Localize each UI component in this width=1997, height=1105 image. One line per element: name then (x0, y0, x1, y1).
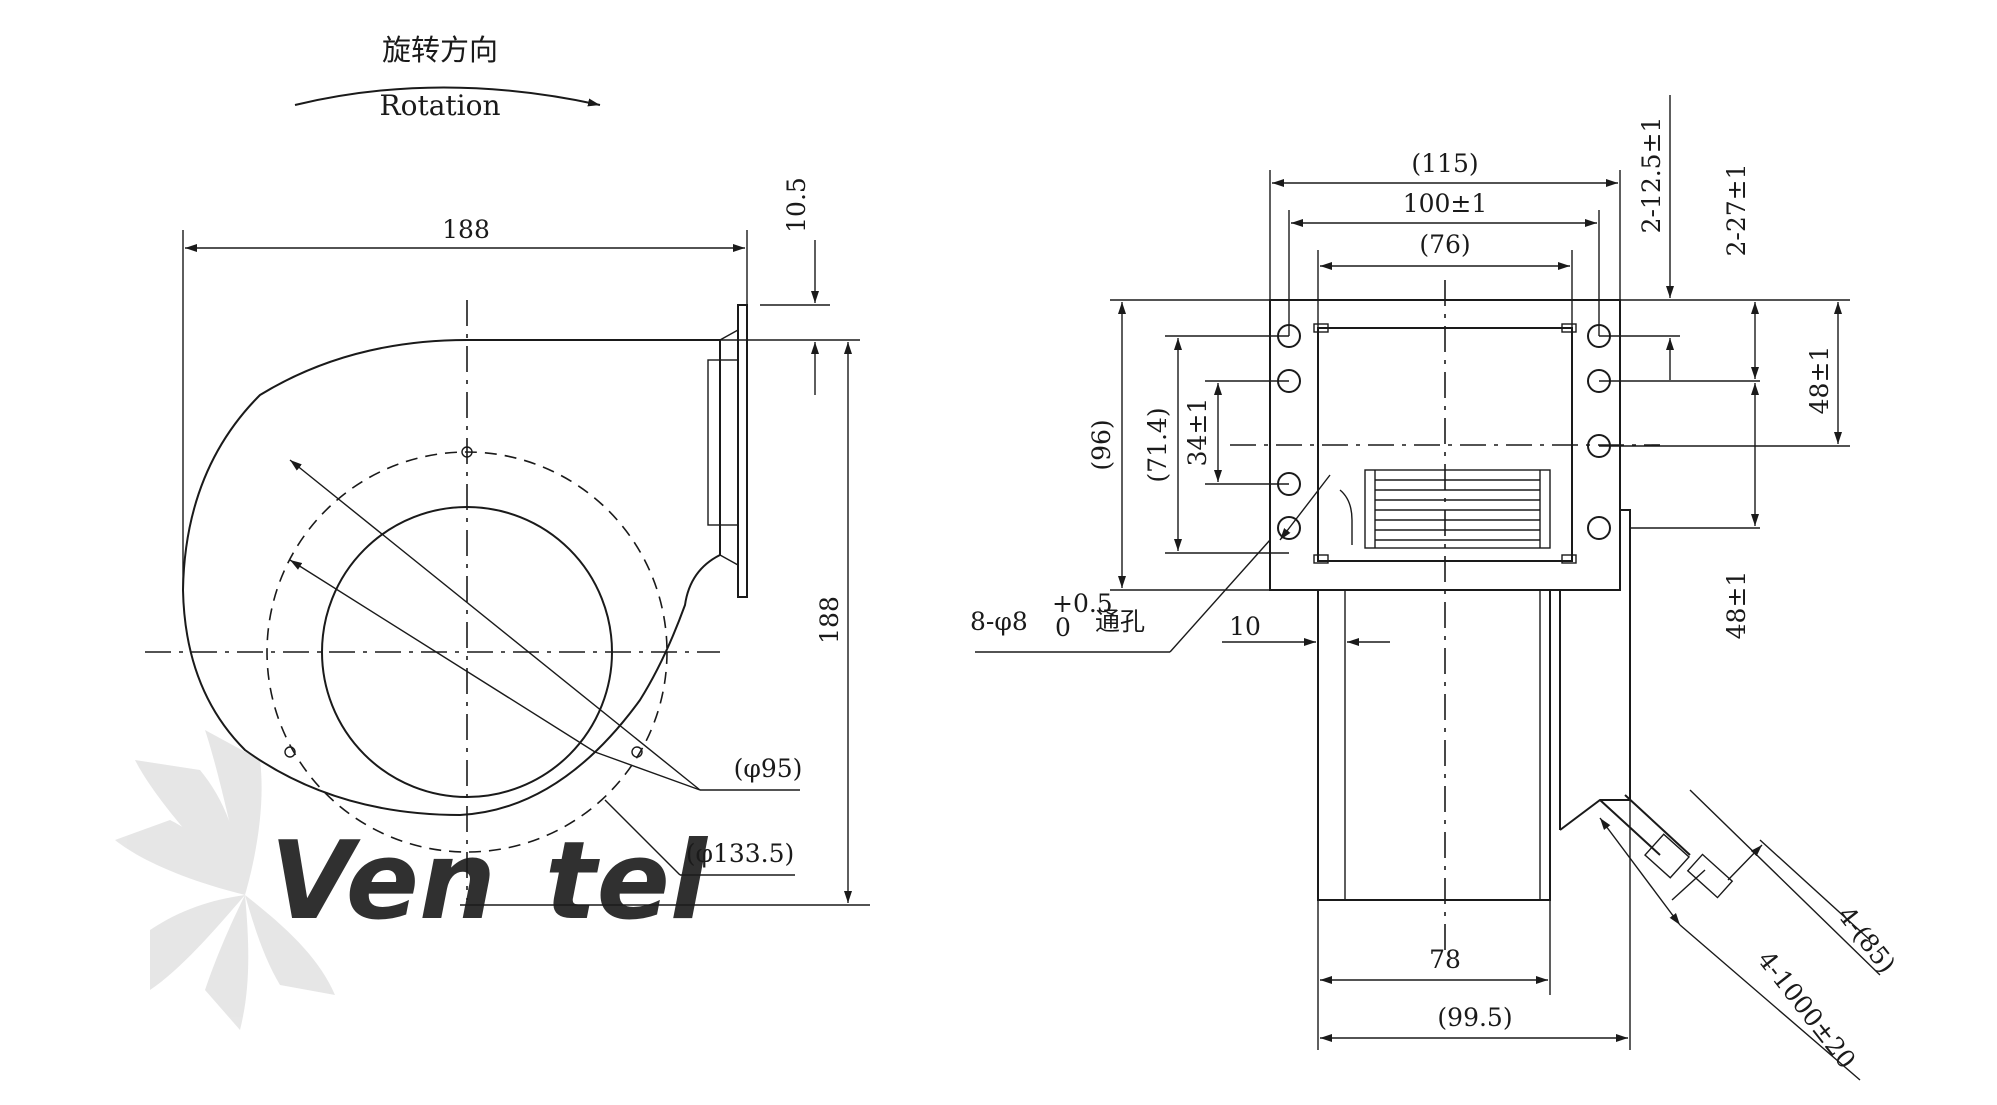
dim-front-width: 188 (442, 215, 490, 244)
rotation-label-cn: 旋转方向 (382, 33, 498, 67)
dim-ten: 10 (1229, 612, 1261, 641)
holes-tol-top: +0.5 (1052, 589, 1113, 618)
dim-top-offset-1: 2-12.5±1 (1637, 117, 1666, 234)
terminal-box (707, 359, 739, 526)
holes-tol-bottom: 0 (1055, 613, 1071, 642)
mounting-holes (1277, 324, 1611, 540)
dim-inlet-diameter: (φ95) (734, 754, 803, 783)
rotation-arrow-icon (294, 86, 601, 107)
dim-wheel-width: 78 (1429, 945, 1461, 974)
side-view: (115) 100±1 (76) (96) (71.4) 34±1 (970, 95, 1901, 1081)
dim-hole-pitch: 34±1 (1183, 398, 1212, 467)
holes-note: 8-φ8 (970, 607, 1028, 636)
watermark-brand-b: tel (545, 819, 709, 944)
dim-wire-length: 4-1000±20 (1752, 945, 1862, 1074)
watermark-brand-a: Ven (270, 819, 496, 944)
dim-opening-width: (76) (1419, 230, 1470, 259)
dim-top-offset-2: 2-27±1 (1722, 163, 1751, 256)
scroll-housing (181, 339, 721, 817)
dim-upper-spacing: 48±1 (1805, 346, 1834, 415)
dim-lower-spacing: 48±1 (1722, 571, 1751, 640)
dim-scroll-diameter: (φ133.5) (686, 839, 795, 868)
dim-inner-height: (71.4) (1143, 407, 1172, 482)
dim-flange-offset: 10.5 (782, 177, 811, 233)
rotation-indicator: 旋转方向 Rotation (294, 33, 601, 122)
front-view: (φ95) (φ133.5) 188 10.5 188 (145, 177, 870, 906)
dim-body-width: (99.5) (1437, 1003, 1512, 1032)
holes-note-suffix: 通孔 (1095, 607, 1145, 636)
outlet-flange (737, 304, 748, 598)
dim-wire-strip: 4-(85) (1832, 901, 1901, 978)
rotation-label-en: Rotation (380, 89, 501, 122)
housing-body (1317, 590, 1551, 901)
dim-hole-spacing: 100±1 (1403, 189, 1488, 218)
dim-plate-height: (96) (1087, 419, 1116, 470)
dim-overall-width: (115) (1411, 149, 1478, 178)
watermark: Ven tel (115, 730, 709, 1030)
dim-front-height: 188 (815, 596, 844, 644)
fan-logo-icon (115, 730, 335, 1030)
mounting-hole (1587, 516, 1611, 540)
fan-wheel (1364, 469, 1551, 549)
cable-sleeve (1686, 853, 1734, 899)
